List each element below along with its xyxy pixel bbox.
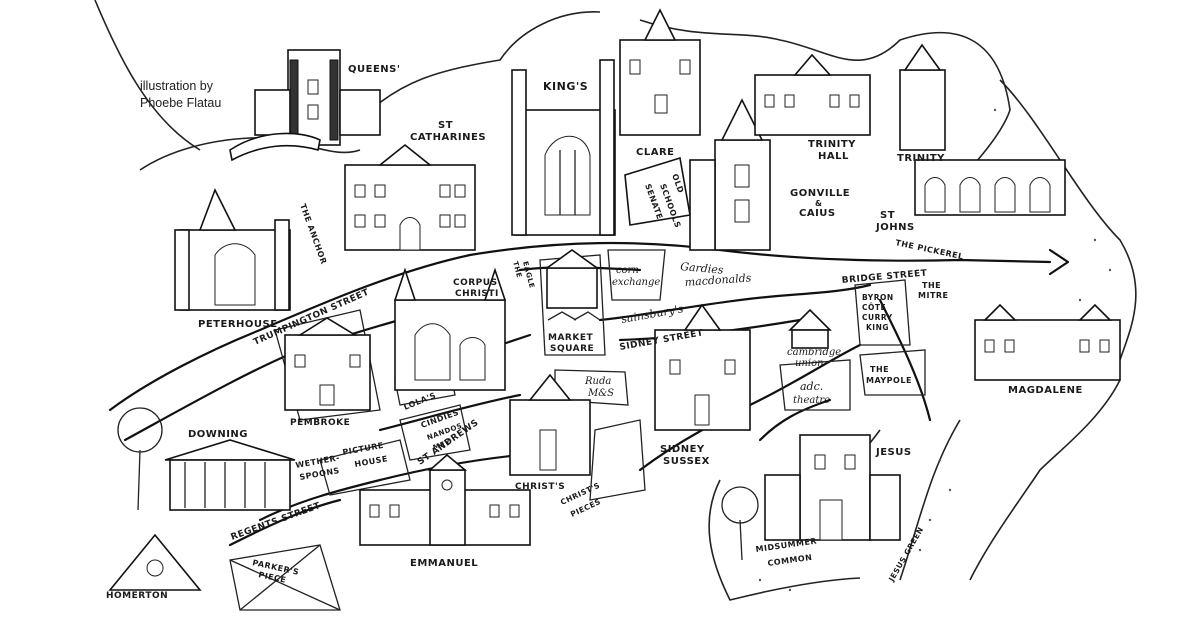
corpus-building [393,267,507,391]
emmanuel-building [359,453,531,546]
label-market-2: SQUARE [550,344,594,354]
label-clare: CLARE [636,147,674,158]
label-the-mitre-2: MITRE [918,291,949,300]
label-ruda-2: M&S [587,388,614,399]
label-trinity-hall-1: TRINITY [808,139,856,150]
label-the-pickerel: THE PICKEREL [895,238,965,261]
label-cambridge-1: cambridge [787,347,841,358]
label-the-maypole-2: MAYPOLE [866,376,912,385]
credit-line-1: illustration by [140,79,213,93]
label-magdalene: MAGDALENE [1008,385,1083,396]
label-picture-2: HOUSE [354,454,389,469]
downing-building [164,439,296,511]
label-byron-1: BYRON [862,293,894,302]
tree-midsummer [721,486,759,561]
label-bridge-street: BRIDGE STREET [841,269,928,286]
pembroke-building [284,317,371,411]
label-market-1: MARKET [548,333,593,343]
gonville-tower [689,98,771,251]
label-gonville-2: & [815,199,822,208]
label-st-johns-1: ST [880,210,895,221]
label-corpus-2: CHRISTI [455,289,499,299]
trinity-hall-building [754,53,871,136]
river-hatching [758,108,1112,592]
label-pembroke: PEMBROKE [290,418,350,428]
label-sidney-2: SUSSEX [663,456,710,467]
label-byron-4: KING [866,323,889,332]
label-homerton: HOMERTON [106,591,168,601]
label-the-anchor: THE ANCHOR [298,203,328,266]
label-sidney-1: SIDNEY [660,444,705,455]
label-cambridge-2: union [795,358,824,369]
label-gonville-3: CAIUS [799,208,836,219]
kings-chapel [511,59,616,236]
clare-building [619,8,701,136]
label-trinity-hall-2: HALL [818,151,849,162]
label-corpus-1: CORPUS [453,278,498,288]
label-peterhouse: PETERHOUSE [198,319,278,330]
label-downing: DOWNING [188,429,248,440]
label-gardies: Gardies [680,260,725,277]
label-jesus: JESUS [875,447,912,458]
label-byron-2: CÔTE [862,303,886,312]
label-byron-3: CURRY [862,313,893,322]
label-christs: CHRIST'S [515,482,565,492]
label-picture-1: PICTURE [342,441,385,457]
cambridge-union-building [788,308,832,349]
illustrator-credit: illustration by Phoebe Flatau [140,78,221,112]
parkers-piece-paths [229,544,341,611]
label-corn-1: corn [616,265,639,276]
peterhouse-building [174,188,291,311]
label-ruda-1: Ruda [584,376,611,387]
college-labels: QUEENS' ST CATHARINES KING'S CLARE TRINI… [106,64,1083,601]
homerton-building [108,533,202,591]
st-catharines-building [344,143,476,251]
label-trinity: TRINITY [897,153,945,164]
magdalene-building [974,303,1121,381]
label-adc-2: theatre [793,395,830,406]
label-emmanuel: EMMANUEL [410,558,478,569]
tree-downing [117,407,163,511]
christs-building [509,373,591,476]
sidney-sussex-building [654,303,751,431]
market-square-building [544,249,601,321]
bridge-mathematical [229,132,321,162]
label-queens: QUEENS' [348,64,400,75]
label-gonville-1: GONVILLE [790,188,850,199]
trinity-building [899,43,1066,216]
label-st-catharines-1: ST [438,120,453,131]
label-st-johns-2: JOHNS [875,222,915,233]
label-kings: KING'S [543,80,588,93]
label-adc-1: adc. [800,380,823,393]
label-lolas: LOLA'S [402,391,437,412]
label-the-mitre-1: THE [922,281,941,290]
label-the-maypole-1: THE [870,365,889,374]
label-midsummer-2: COMMON [767,553,813,568]
christs-pieces-paths [589,419,646,501]
jesus-building [764,434,901,541]
label-sainsburys: sainsbury's [620,302,684,326]
credit-line-2: Phoebe Flatau [140,96,222,110]
label-macdonalds: macdonalds [684,271,752,289]
label-st-catharines-2: CATHARINES [410,132,486,143]
label-corn-2: exchange [612,277,660,288]
